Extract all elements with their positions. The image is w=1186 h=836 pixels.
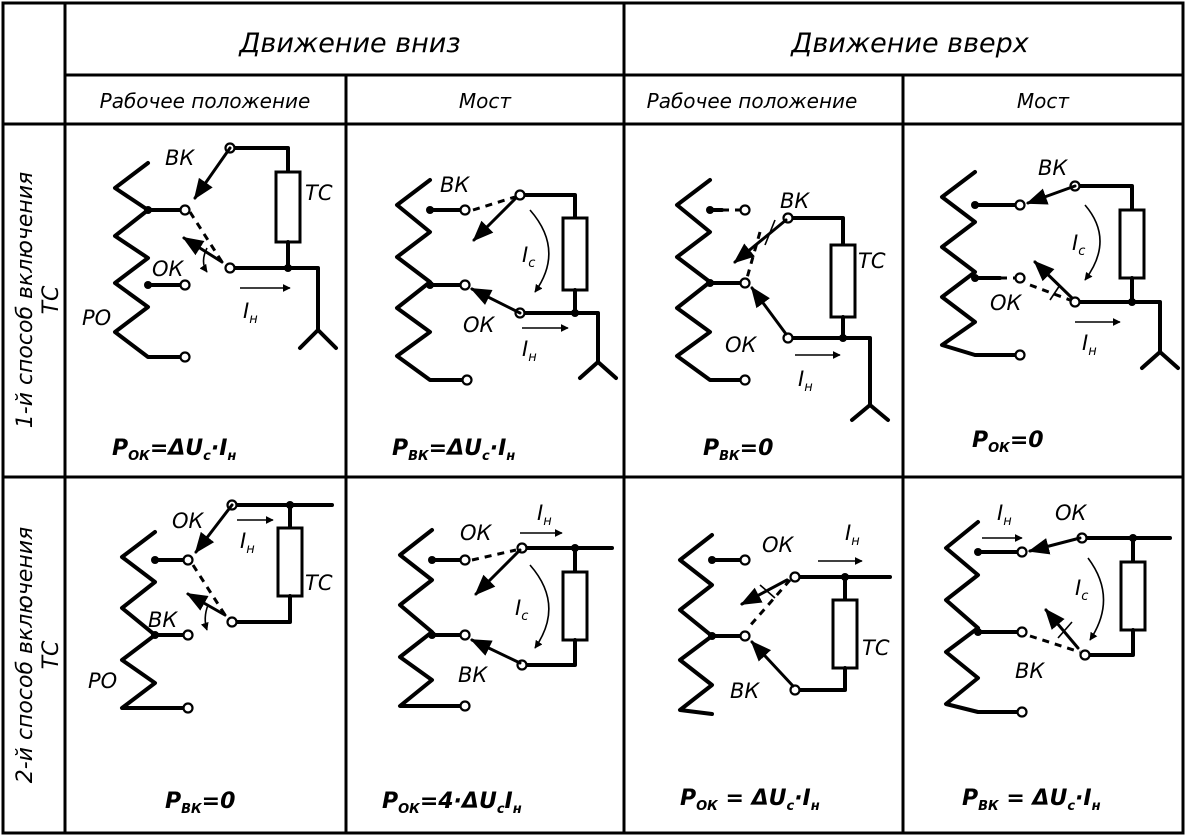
resistor-tc: [561, 216, 589, 292]
circuit-r2-down-bridge: ОК ВК Iс Iн PОК=4·ΔUcIн: [382, 501, 614, 817]
label-ok: ОК: [463, 313, 496, 337]
label-po: РО: [88, 669, 117, 693]
label-tc: ТС: [862, 636, 890, 660]
label-vk: ВК: [730, 679, 760, 703]
resistor-tc: [1119, 560, 1147, 632]
formula-r1-c3: PВК=0: [703, 436, 773, 464]
winding: [395, 178, 469, 382]
winding: [113, 161, 187, 359]
header-working-position-down: Рабочее положение: [100, 89, 311, 113]
winding: [940, 170, 1022, 357]
label-ok: ОК: [152, 257, 185, 281]
label-ok: ОК: [725, 333, 758, 357]
circuit-r2-up-working: ОК ВК ТС Iн PОК = ΔUc·Iн: [678, 521, 892, 814]
label-tc: ТС: [858, 249, 886, 273]
label-current-load: Iн: [798, 367, 813, 395]
resistor-tc: [1118, 208, 1146, 280]
label-tc: ТС: [305, 181, 333, 205]
winding: [678, 533, 714, 716]
header-working-position-up: Рабочее положение: [647, 89, 858, 113]
label-vk: ВК: [1015, 659, 1045, 683]
label-ok: ОК: [990, 291, 1023, 315]
label-current-bridge: Iс: [1072, 231, 1085, 259]
resistor-tc: [831, 598, 859, 670]
header-bridge-up: Мост: [1017, 89, 1070, 113]
label-ok: ОК: [762, 533, 795, 557]
circuit-r1-down-working: ВК ОК ТС РО Iн PОК=ΔUc·Iн: [82, 142, 338, 464]
row1-label-sub: ТС: [39, 285, 64, 314]
label-current-load: Iн: [845, 521, 860, 549]
formula-r1-c4: PОК=0: [972, 428, 1044, 456]
label-current-load: Iн: [240, 529, 255, 557]
label-ok: ОК: [172, 509, 205, 533]
label-vk: ВК: [780, 189, 810, 213]
circuit-r2-down-working: ОК ВК ТС РО Iн PВК=0: [88, 499, 334, 817]
label-tc: ТС: [305, 571, 333, 595]
resistor-tc: [561, 570, 589, 642]
row2-label-sub: ТС: [39, 640, 64, 669]
resistor-tc: [829, 243, 857, 319]
formula-r2-c1: PВК=0: [165, 789, 235, 817]
label-current-load: Iн: [997, 501, 1012, 529]
label-current-load: Iн: [522, 337, 537, 365]
label-po: РО: [82, 306, 111, 330]
label-current-load: Iн: [537, 501, 552, 529]
row2-label-main: 2-й способ включения: [13, 527, 38, 784]
winding: [944, 520, 1024, 714]
circuit-r2-up-bridge: ОК ВК Iс Iн PВК = ΔUc·Iн: [944, 501, 1172, 814]
formula-r1-c1: PОК=ΔUc·Iн: [112, 436, 236, 464]
label-vk: ВК: [440, 173, 470, 197]
header-movement-up: Движение вверх: [790, 28, 1029, 59]
header-movement-down: Движение вниз: [238, 28, 460, 59]
label-vk: ВК: [1038, 156, 1068, 180]
resistor-tc: [276, 526, 304, 598]
circuit-r1-down-bridge: ВК ОК Iс Iн PВК=ΔUc·Iн: [392, 173, 618, 464]
label-vk: ВК: [165, 146, 195, 170]
label-ok: ОК: [460, 521, 493, 545]
header-bridge-down: Мост: [459, 89, 512, 113]
row2-label: 2-й способ включения ТС: [13, 527, 64, 784]
label-current-load: Iн: [243, 299, 258, 327]
label-vk: ВК: [148, 608, 178, 632]
formula-r1-c2: PВК=ΔUc·Iн: [392, 436, 515, 464]
label-ok: ОК: [1055, 501, 1088, 525]
label-current-bridge: Iс: [1075, 576, 1088, 604]
circuit-r1-up-working: ВК ОК ТС Iн PВК=0: [675, 178, 890, 464]
label-vk: ВК: [458, 663, 488, 687]
resistor-tc: [274, 170, 302, 244]
row1-label: 1-й способ включения ТС: [13, 172, 64, 429]
label-current-bridge: Iс: [515, 596, 528, 624]
label-current-load: Iн: [1082, 331, 1097, 359]
formula-r2-c3: PОК = ΔUc·Iн: [680, 786, 820, 814]
winding: [675, 178, 747, 382]
formula-r2-c4: PВК = ΔUc·Iн: [962, 786, 1101, 814]
circuit-r1-up-bridge: ВК ОК Iс Iн PОК=0: [940, 156, 1180, 456]
label-current-bridge: Iс: [522, 243, 535, 271]
row1-label-main: 1-й способ включения: [13, 172, 38, 429]
formula-r2-c2: PОК=4·ΔUcIн: [382, 789, 522, 817]
